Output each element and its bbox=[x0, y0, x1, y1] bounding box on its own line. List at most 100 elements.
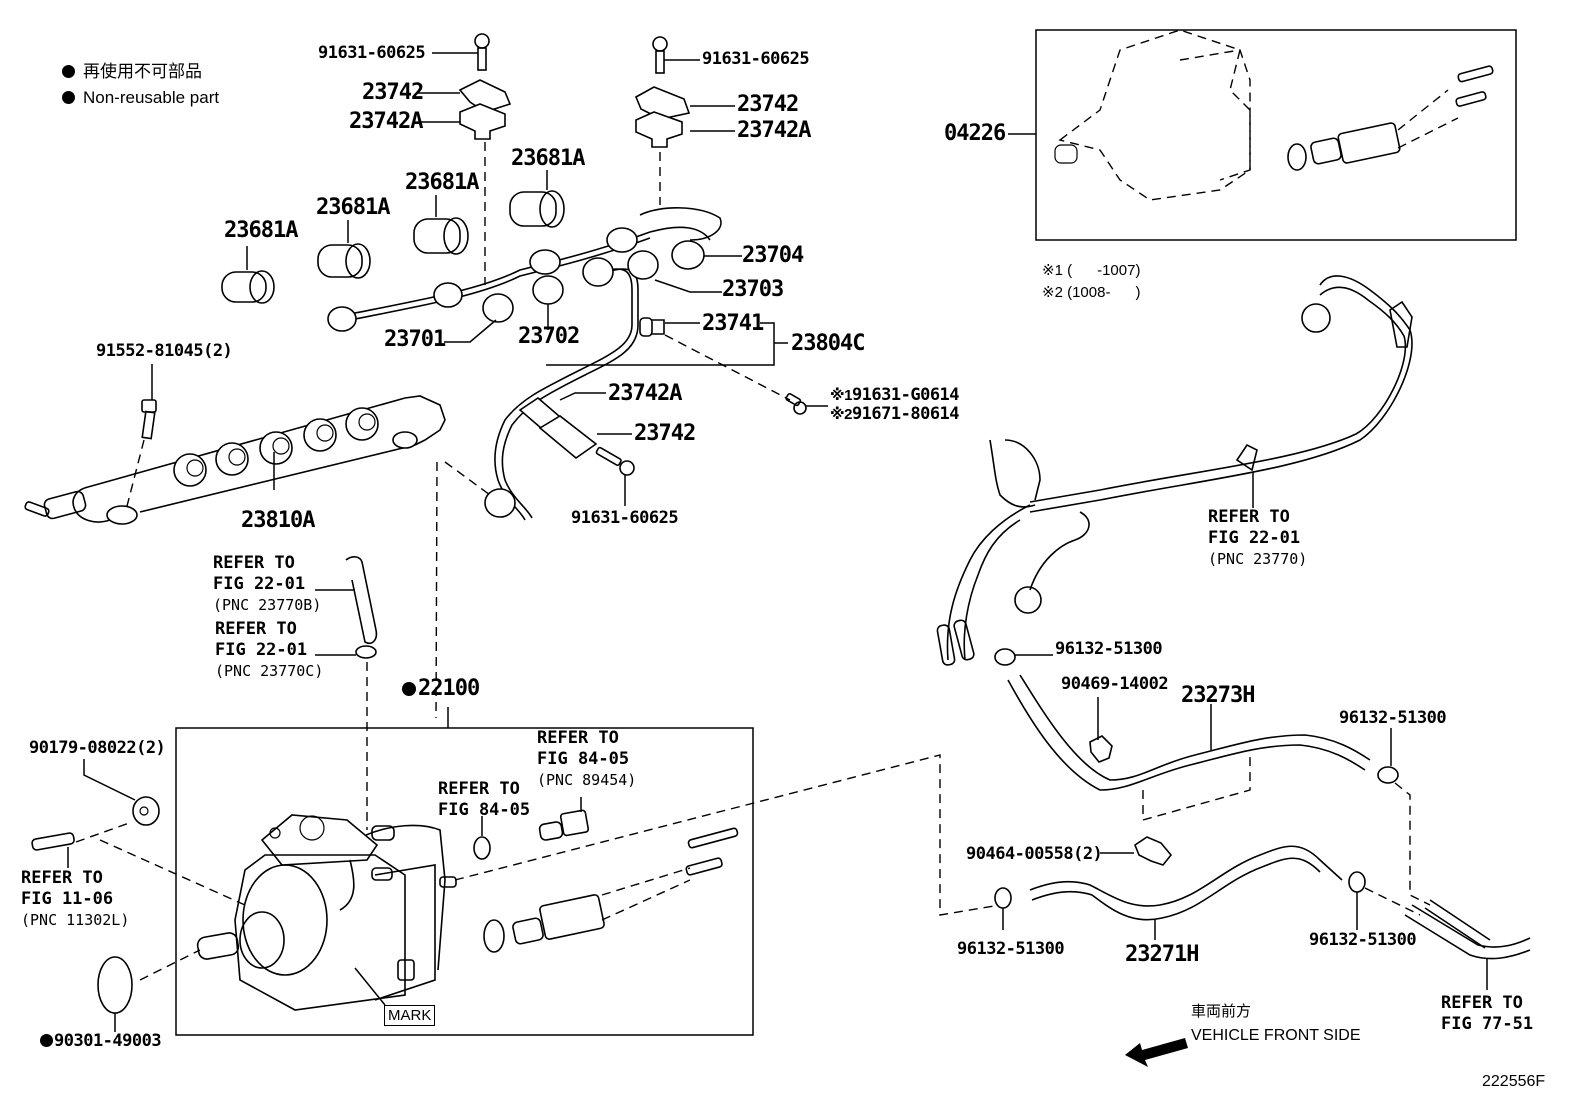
grommet-icon bbox=[221, 246, 275, 304]
fuel-pipe-assembly-icon bbox=[936, 275, 1413, 666]
part-label[interactable]: 23742A bbox=[737, 118, 811, 143]
legend-en: Non-reusable part bbox=[62, 89, 219, 106]
grommet-icon bbox=[413, 195, 469, 255]
bolt-icon bbox=[652, 36, 668, 74]
part-label[interactable]: 23742A bbox=[608, 381, 682, 406]
non-reusable-icon bbox=[40, 1034, 53, 1047]
clamp-base-icon bbox=[635, 111, 683, 148]
part-label-90301[interactable]: 90301-49003 bbox=[40, 1033, 162, 1050]
clip-icon bbox=[994, 887, 1012, 909]
part-label[interactable]: 90469-14002 bbox=[1061, 674, 1169, 694]
variant-note-1: ※1 ( -1007) bbox=[1042, 262, 1141, 279]
part-label[interactable]: 90464-00558(2) bbox=[966, 844, 1103, 864]
pressure-valve-icon bbox=[512, 867, 691, 945]
clamp-90469-icon bbox=[1089, 735, 1113, 763]
non-reusable-icon bbox=[402, 682, 416, 696]
hose-23273h-icon bbox=[1007, 674, 1371, 791]
clamp-icon bbox=[634, 86, 691, 120]
inset-box-04226 bbox=[1035, 29, 1517, 241]
bolt-icon bbox=[595, 446, 635, 476]
part-label[interactable]: 23271H bbox=[1125, 942, 1199, 967]
clip-icon bbox=[355, 645, 377, 659]
part-label[interactable]: 04226 bbox=[944, 121, 1006, 146]
bolt-icon bbox=[141, 399, 157, 440]
part-label-variant-1[interactable]: ※191631-G0614 bbox=[830, 385, 960, 405]
variant-note-2: ※2 (1008- ) bbox=[1042, 284, 1141, 301]
fuel-tube-icon bbox=[1404, 899, 1531, 960]
injection-pipes-icon bbox=[327, 207, 722, 521]
grommet-icon bbox=[509, 170, 565, 228]
stud-icon bbox=[687, 827, 739, 849]
part-label[interactable]: 23702 bbox=[518, 324, 580, 349]
oring-icon bbox=[1287, 143, 1307, 171]
part-label-22100[interactable]: 22100 bbox=[402, 678, 480, 700]
screw-icon bbox=[1455, 91, 1487, 107]
nut-icon bbox=[132, 796, 160, 826]
part-label[interactable]: 23742 bbox=[737, 92, 799, 117]
part-label[interactable]: 23810A bbox=[241, 508, 315, 533]
bolt-icon bbox=[474, 33, 490, 71]
front-direction-arrow-icon bbox=[1125, 1038, 1188, 1067]
clip-icon bbox=[1348, 871, 1366, 893]
part-label[interactable]: 23273H bbox=[1181, 683, 1255, 708]
bullet-icon bbox=[62, 91, 75, 104]
stud-icon bbox=[1457, 65, 1494, 83]
stud-icon bbox=[31, 832, 75, 851]
part-label[interactable]: 96132-51300 bbox=[1339, 708, 1447, 728]
part-label[interactable]: 23701 bbox=[384, 327, 446, 352]
part-label-variant-2[interactable]: ※291671-80614 bbox=[830, 404, 960, 424]
part-label[interactable]: 90179-08022(2) bbox=[29, 738, 166, 758]
clamp-icon bbox=[458, 79, 512, 113]
bullet-icon bbox=[62, 65, 75, 78]
part-label[interactable]: 96132-51300 bbox=[957, 939, 1065, 959]
part-label[interactable]: 91631-60625 bbox=[318, 43, 426, 63]
part-label[interactable]: 23703 bbox=[722, 277, 784, 302]
screw-icon bbox=[785, 392, 807, 415]
pump-ghost-inset bbox=[1054, 29, 1251, 201]
figure-id: 222556F bbox=[1482, 1073, 1546, 1090]
part-label[interactable]: 23681A bbox=[405, 170, 479, 195]
pressure-sensor-icon bbox=[538, 809, 590, 841]
part-label[interactable]: 23742A bbox=[349, 109, 423, 134]
hose-23271h-icon bbox=[1029, 845, 1343, 921]
clamp-icon bbox=[538, 415, 598, 460]
part-label[interactable]: 91631-60625 bbox=[571, 508, 679, 528]
mark-label: MARK bbox=[384, 1005, 436, 1026]
direction-en: VEHICLE FRONT SIDE bbox=[1191, 1027, 1361, 1044]
clamp-base-icon bbox=[459, 103, 506, 140]
clip-icon bbox=[1377, 766, 1399, 784]
part-label[interactable]: 96132-51300 bbox=[1309, 930, 1417, 950]
part-label[interactable]: 23681A bbox=[316, 195, 390, 220]
part-label[interactable]: 91631-60625 bbox=[702, 49, 810, 69]
legend-jp: 再使用不可部品 bbox=[62, 63, 202, 80]
clamp-90464-icon bbox=[1134, 836, 1173, 866]
part-label[interactable]: 23741 bbox=[702, 311, 764, 336]
pump-assy-box bbox=[175, 727, 754, 1036]
clamp-23741-icon bbox=[639, 317, 665, 337]
part-label[interactable]: 23804C bbox=[791, 331, 865, 356]
fuel-rail-icon bbox=[24, 395, 446, 525]
part-label[interactable]: 96132-51300 bbox=[1055, 639, 1163, 659]
grommet-icon bbox=[317, 220, 371, 279]
part-label[interactable]: 91552-81045(2) bbox=[96, 341, 233, 361]
part-label[interactable]: 23681A bbox=[511, 146, 585, 171]
part-label[interactable]: 23742 bbox=[634, 421, 696, 446]
part-label[interactable]: 23704 bbox=[742, 243, 804, 268]
part-label[interactable]: 23742 bbox=[362, 80, 424, 105]
oring-icon bbox=[483, 919, 505, 953]
part-label[interactable]: 23681A bbox=[224, 218, 298, 243]
oring-icon bbox=[97, 956, 133, 1014]
pressure-valve-icon bbox=[1310, 89, 1459, 165]
screw-icon bbox=[685, 857, 723, 876]
supply-pump-icon bbox=[196, 814, 457, 1011]
hose-icon bbox=[345, 556, 378, 645]
